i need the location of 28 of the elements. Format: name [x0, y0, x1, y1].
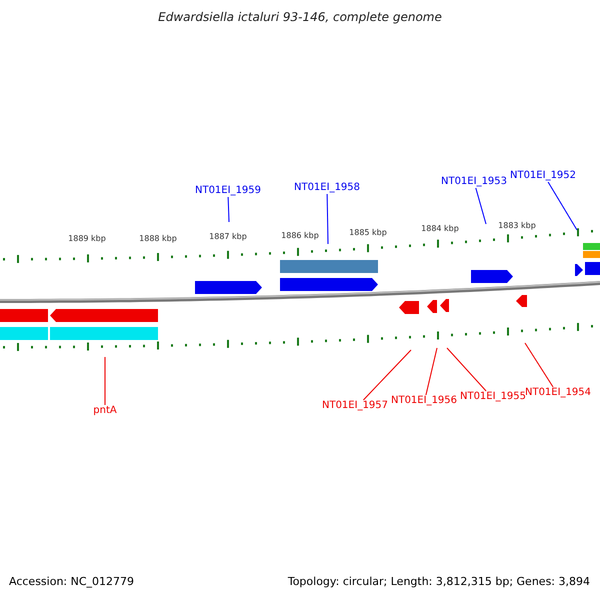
gene-label: pntA: [93, 405, 117, 417]
gene-label: NT01EI_1956: [390, 395, 458, 407]
scale-label: 1889 kbp: [68, 234, 106, 244]
leader-line: [446, 348, 487, 392]
diagram-title: Edwardsiella ictaluri 93-146, complete genome: [158, 10, 442, 24]
gene-label: NT01EI_1959: [194, 185, 262, 197]
scale-label: 1886 kbp: [281, 231, 319, 241]
leader-line: [326, 194, 328, 244]
gene-label: NT01EI_1958: [294, 182, 360, 194]
leader-line: [362, 350, 412, 400]
leader-line: [475, 188, 486, 224]
leader-line: [104, 356, 106, 406]
gene-label: NT01EI_1955: [460, 391, 526, 403]
accession-label: Accession: NC_012779: [9, 575, 134, 588]
gene-label: NT01EI_1953: [440, 176, 508, 188]
leader-line: [228, 196, 230, 222]
leader-line: [548, 182, 578, 230]
gene-label: NT01EI_1954: [524, 387, 592, 399]
gene-label: NT01EI_1957: [322, 400, 388, 412]
genome-info-label: Topology: circular; Length: 3,812,315 bp; Genes: 3,894: [288, 575, 590, 588]
scale-label: 1887 kbp: [209, 232, 247, 242]
scale-label: 1888 kbp: [139, 234, 177, 244]
leader-line: [425, 348, 438, 396]
scale-label: 1885 kbp: [349, 228, 387, 238]
scale-label: 1884 kbp: [421, 224, 459, 234]
gene-label: NT01EI_1952: [510, 170, 576, 182]
leader-line: [524, 342, 554, 388]
scale-label: 1883 kbp: [498, 221, 536, 231]
